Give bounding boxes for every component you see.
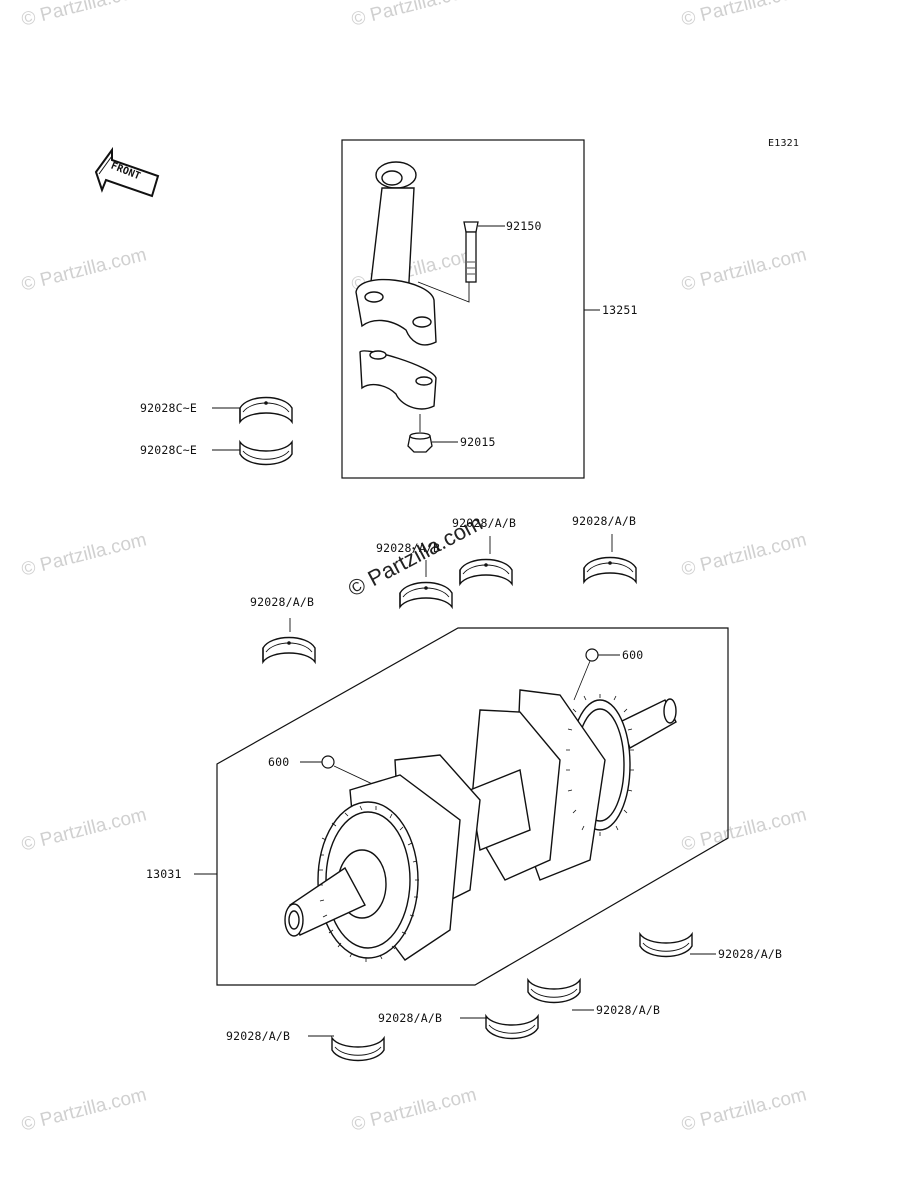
main-bearing-icon [639,933,693,958]
main-bearing-icon [331,1037,385,1062]
part-label-92150[interactable]: 92150 [506,219,542,233]
bolt-icon [463,221,479,283]
crankshaft-box [216,627,729,986]
part-label-92015[interactable]: 92015 [460,435,496,449]
part-label-13031[interactable]: 13031 [146,867,182,881]
part-label-13251[interactable]: 13251 [602,303,638,317]
conrod-bearing-upper-icon [239,396,293,423]
oil-icon [585,648,599,662]
part-label-92028-a-b[interactable]: 92028/A/B [596,1003,661,1017]
main-bearing-icon [527,979,581,1004]
crankshaft [284,689,677,961]
main-bearing-icon [399,581,453,608]
nut-icon [407,432,433,453]
part-label-600[interactable]: 600 [622,648,644,662]
diagram-code: E1321 [768,138,800,149]
part-label-92028c-e[interactable]: 92028C~E [140,443,197,457]
connecting-rod [355,161,437,410]
conrod-bearing-lower-icon [239,441,293,466]
front-arrow-icon [94,146,160,198]
part-label-92028-a-b[interactable]: 92028/A/B [226,1029,291,1043]
part-label-92028-a-b[interactable]: 92028/A/B [452,516,517,530]
gear-teeth [319,694,634,962]
part-label-92028-a-b[interactable]: 92028/A/B [378,1011,443,1025]
conrod-box [341,139,585,479]
part-label-92028c-e[interactable]: 92028C~E [140,401,197,415]
part-label-600[interactable]: 600 [268,755,290,769]
part-label-92028-a-b[interactable]: 92028/A/B [572,514,637,528]
part-label-92028-a-b[interactable]: 92028/A/B [718,947,783,961]
part-label-92028-a-b[interactable]: 92028/A/B [376,541,441,555]
main-bearing-icon [485,1015,539,1040]
main-bearing-icon [459,558,513,585]
main-bearing-icon [262,636,316,663]
main-bearing-icon [583,556,637,583]
oil-icon [321,755,335,769]
part-label-92028-a-b[interactable]: 92028/A/B [250,595,315,609]
